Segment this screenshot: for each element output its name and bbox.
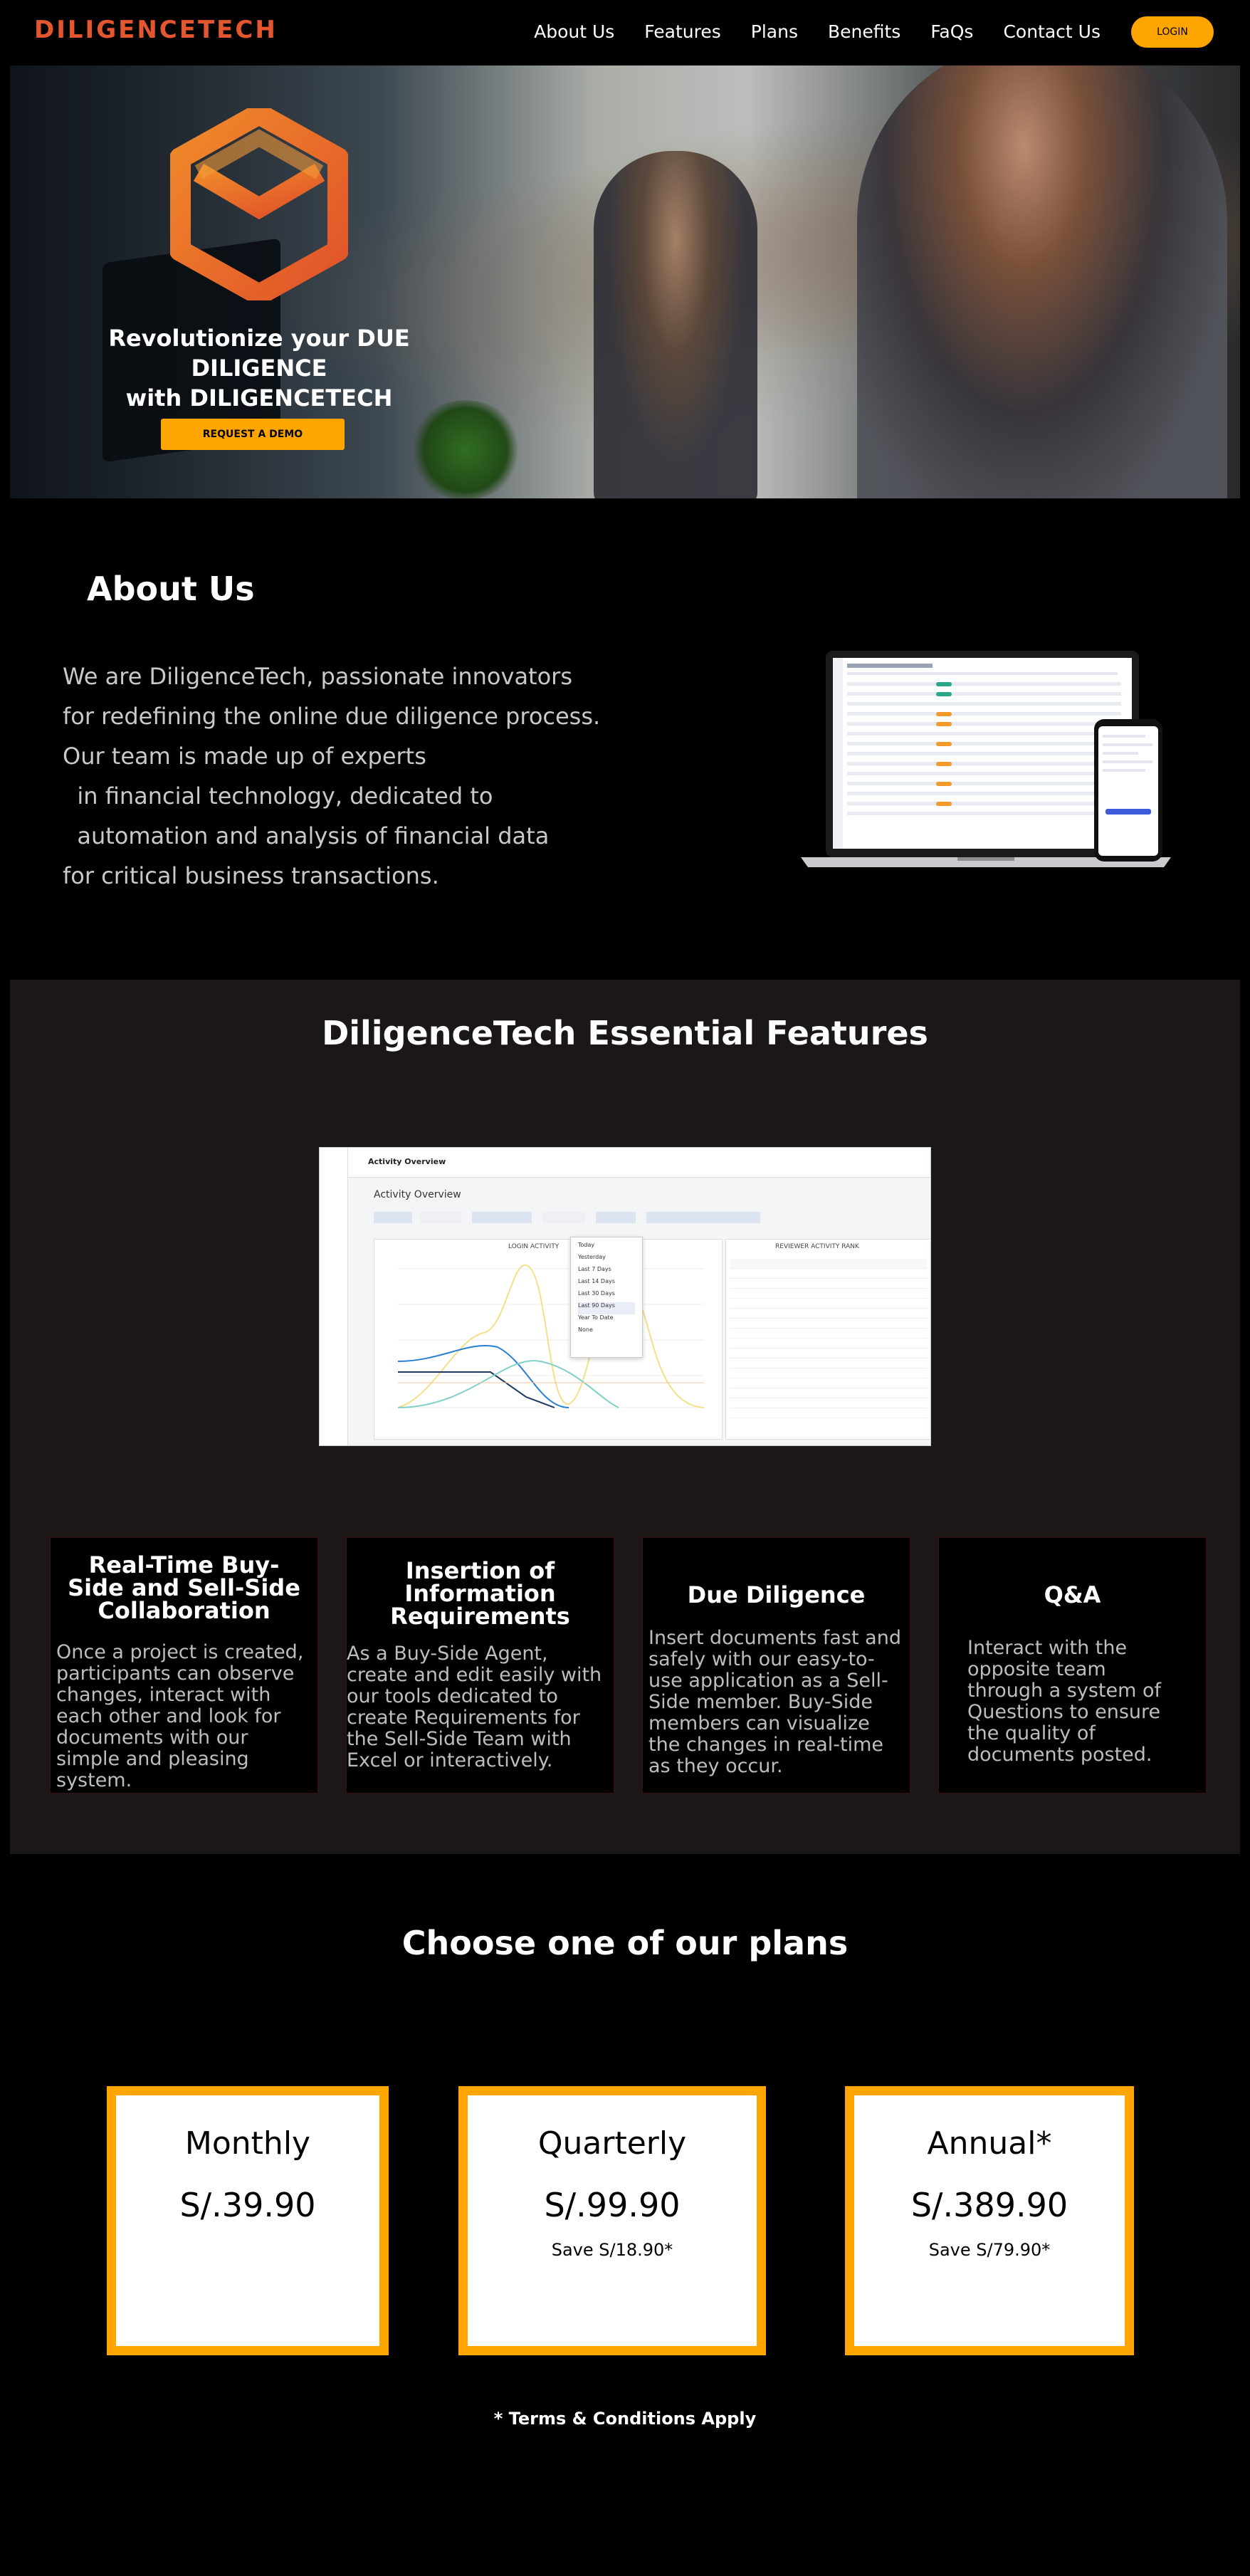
hero-plant-image <box>409 400 522 498</box>
feature-card-collaboration: Real-Time Buy-Side and Sell-Side Collabo… <box>50 1537 318 1794</box>
feature-card-title: Due Diligence <box>687 1581 866 1608</box>
plan-savings: Save S/18.90* <box>551 2240 673 2260</box>
plans-title: Choose one of our plans <box>401 1924 849 1962</box>
plan-card-quarterly[interactable]: Quarterly S/.99.90 Save S/18.90* <box>458 2086 766 2355</box>
plan-price: S/.99.90 <box>544 2186 681 2224</box>
feature-card-title: Q&A <box>1044 1581 1101 1608</box>
nav-plans[interactable]: Plans <box>750 21 798 42</box>
nav-about-us[interactable]: About Us <box>534 21 615 42</box>
feature-card-body: Once a project is created, participants … <box>56 1641 304 1791</box>
nav-faqs[interactable]: FaQs <box>930 21 974 42</box>
hero-person-image <box>594 151 757 498</box>
feature-card-qa: Q&A Interact with the opposite team thro… <box>938 1537 1207 1794</box>
plan-name: Monthly <box>184 2125 311 2162</box>
plan-savings: Save S/79.90* <box>928 2240 1051 2260</box>
feature-card-body: Interact with the opposite team through … <box>967 1637 1162 1766</box>
request-demo-button[interactable]: REQUEST A DEMO <box>161 419 345 450</box>
about-text: We are DiligenceTech, passionate innovat… <box>63 663 601 889</box>
hexagon-logo-icon <box>170 108 348 300</box>
feature-card-title: Real-Time Buy-Side and Sell-Side Collabo… <box>68 1551 300 1624</box>
plan-price: S/.39.90 <box>179 2186 316 2224</box>
screenshot-heading: Activity Overview <box>374 1189 461 1200</box>
plan-card-annual[interactable]: Annual* S/.389.90 Save S/79.90* <box>845 2086 1134 2355</box>
nav-menu: About Us Features Plans Benefits FaQs Co… <box>534 21 1101 42</box>
feature-card-body: As a Buy-Side Agent, create and edit eas… <box>347 1643 602 1771</box>
feature-card-body: Insert documents fast and safely with ou… <box>648 1627 901 1777</box>
about-title: About Us <box>87 570 255 608</box>
terms-conditions-note[interactable]: * Terms & Conditions Apply <box>493 2409 757 2429</box>
feature-card-title: Insertion of Information Requirements <box>390 1557 570 1630</box>
screenshot-tab: Activity Overview <box>368 1157 446 1166</box>
date-range-dropdown[interactable]: Today Yesterday Last 7 Days Last 14 Days… <box>570 1237 643 1358</box>
feature-cards: Real-Time Buy-Side and Sell-Side Collabo… <box>50 1537 1217 1794</box>
hero-title: Revolutionize your DUE DILIGENCE with DI… <box>108 325 410 412</box>
brand-logo[interactable]: DILIGENCETECH <box>34 16 278 44</box>
devices-mockup-image <box>801 651 1171 867</box>
hero-banner: Revolutionize your DUE DILIGENCE with DI… <box>10 66 1240 498</box>
nav-features[interactable]: Features <box>644 21 721 42</box>
login-button[interactable]: LOGIN <box>1131 16 1214 48</box>
plan-price: S/.389.90 <box>910 2186 1068 2224</box>
feature-card-due-diligence: Due Diligence Insert documents fast and … <box>642 1537 910 1794</box>
features-title: DiligenceTech Essential Features <box>322 1014 928 1052</box>
hero-person-image <box>857 66 1227 498</box>
nav-benefits[interactable]: Benefits <box>828 21 901 42</box>
login-activity-label: LOGIN ACTIVITY <box>508 1243 560 1250</box>
features-section: DiligenceTech Essential Features Activit… <box>10 980 1240 1854</box>
plan-name: Quarterly <box>537 2125 687 2162</box>
plan-name: Annual* <box>927 2125 1052 2162</box>
feature-card-requirements: Insertion of Information Requirements As… <box>346 1537 614 1794</box>
reviewer-rank-label: REVIEWER ACTIVITY RANK <box>775 1243 859 1250</box>
login-activity-chart <box>397 1264 705 1408</box>
top-nav: DILIGENCETECH About Us Features Plans Be… <box>0 0 1250 66</box>
activity-overview-screenshot: Activity Overview Activity Overview LOGI… <box>319 1147 931 1446</box>
nav-contact-us[interactable]: Contact Us <box>1003 21 1101 42</box>
plan-card-monthly[interactable]: Monthly S/.39.90 <box>107 2086 389 2355</box>
